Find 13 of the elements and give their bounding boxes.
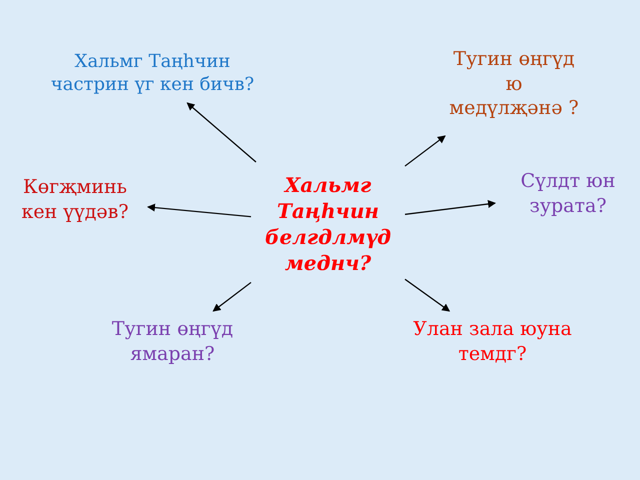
- question-text: Сүлдт юн зурата?: [498, 165, 638, 223]
- arrow: [212, 282, 252, 312]
- question-text: Хальмг Таңһчин частрин үг кен бичв?: [40, 46, 265, 100]
- arrow: [404, 278, 450, 312]
- question-text: Көгҗминь кен үүдәв?: [5, 160, 145, 240]
- question-text: Тугин өңгүд ямаран?: [80, 314, 265, 370]
- arrow: [404, 135, 446, 167]
- question-text: Улан зала юуна темдг?: [380, 314, 605, 370]
- arrow: [147, 204, 252, 218]
- arrow: [186, 102, 256, 162]
- question-text: Тугин өңгүд ю медүлҗәнә ?: [448, 24, 580, 144]
- arrow: [404, 200, 496, 215]
- question-text: Хальмг Таңһчин белгдлмүд меднч?: [255, 166, 401, 282]
